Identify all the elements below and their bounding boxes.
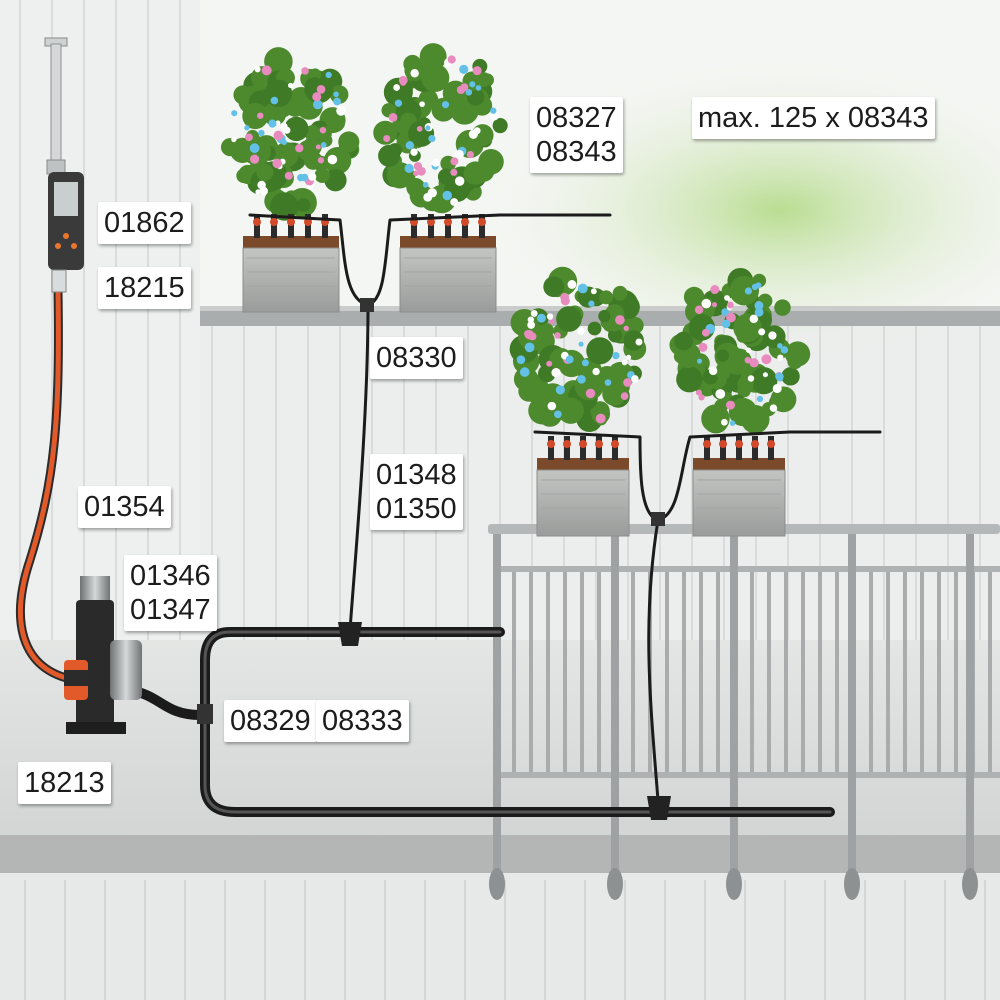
railing — [488, 524, 1000, 900]
tap-icon — [44, 37, 68, 175]
label-t-joint-boxes: 08330 — [370, 337, 463, 379]
drip-head-icon — [703, 436, 775, 460]
label-tap-connector-bottom: 18213 — [18, 762, 111, 804]
t-joint-icon — [197, 298, 665, 724]
label-water-computer: 01862 — [98, 202, 191, 244]
planter-icon — [509, 266, 647, 537]
wall-mount-upper — [338, 622, 362, 646]
flower-icon — [509, 266, 647, 433]
label-pressure-reducer: 01354 — [78, 486, 171, 528]
flower-icon — [373, 43, 508, 214]
planter-icon — [669, 267, 811, 537]
label-max-note: max. 125 x 08343 — [692, 97, 935, 139]
planter-icon — [373, 43, 508, 313]
wall-mount-lower — [647, 796, 671, 820]
label-tap-connector-top: 18215 — [98, 267, 191, 309]
drip-head-icon — [547, 436, 619, 460]
label-t-joint-main: 08329 — [224, 700, 317, 742]
flower-icon — [220, 47, 360, 221]
planter-icon — [220, 47, 360, 313]
water-computer-icon — [48, 172, 84, 293]
flower-icon — [669, 267, 811, 434]
label-wall-mount: 08333 — [316, 700, 409, 742]
pressure-reducer-icon — [64, 576, 142, 734]
